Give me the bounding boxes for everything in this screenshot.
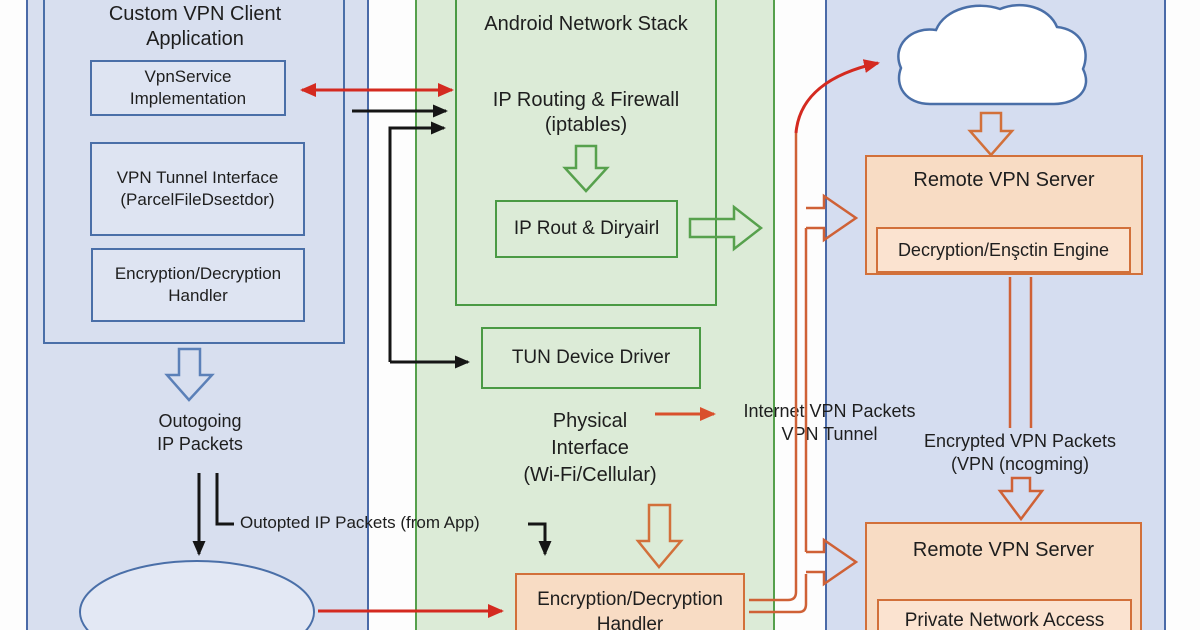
outopted-ip-packets-label: Outopted IP Packets (from App)	[240, 513, 480, 532]
vpn-tunnel-interface-box: VPN Tunnel Interface (ParcelFileDseɛtdor…	[90, 142, 305, 236]
remote-vpn-server-title-1: Remote VPN Server	[913, 169, 1095, 191]
ip-rout-box: IP Rout & Diryairl	[495, 200, 678, 258]
encrypted-vpn-packets-label: Encrypted VPN Packets (VPN (ncogming)	[923, 431, 1117, 474]
outgoing-ip-packets-label: Outogoing IP Packets	[157, 411, 243, 454]
custom-vpn-client-title: Custom VPN Client Application	[108, 3, 282, 50]
encryption-process-label: Encryption Process (e.gL AES-GCM)	[119, 587, 275, 630]
vpnservice-implementation-box: VpnService Implementation	[90, 60, 286, 116]
decryption-engine-box: Decryption/Enşctin Engine	[876, 227, 1131, 273]
android-network-stack-box	[455, 0, 717, 306]
encryption-decryption-handler-box-mid: Encryption/Decryption Handler	[515, 573, 745, 630]
private-network-access-box: Private Network Access	[877, 599, 1132, 630]
android-network-stack-title: Android Network Stack	[484, 13, 688, 35]
custom-vpn-client-box	[43, 0, 345, 344]
encryption-decryption-handler-box-left: Encryption/Decryption Handler	[91, 248, 305, 322]
remote-vpn-server-title-2: Remote VPN Server	[912, 539, 1095, 561]
physical-interface-label: Physical Interface (Wi-Fi/Cellular)	[523, 410, 657, 486]
ip-routing-firewall-label: IP Routing & Firewall (iptables)	[492, 89, 680, 136]
tun-device-driver-box: TUN Device Driver	[481, 327, 701, 389]
